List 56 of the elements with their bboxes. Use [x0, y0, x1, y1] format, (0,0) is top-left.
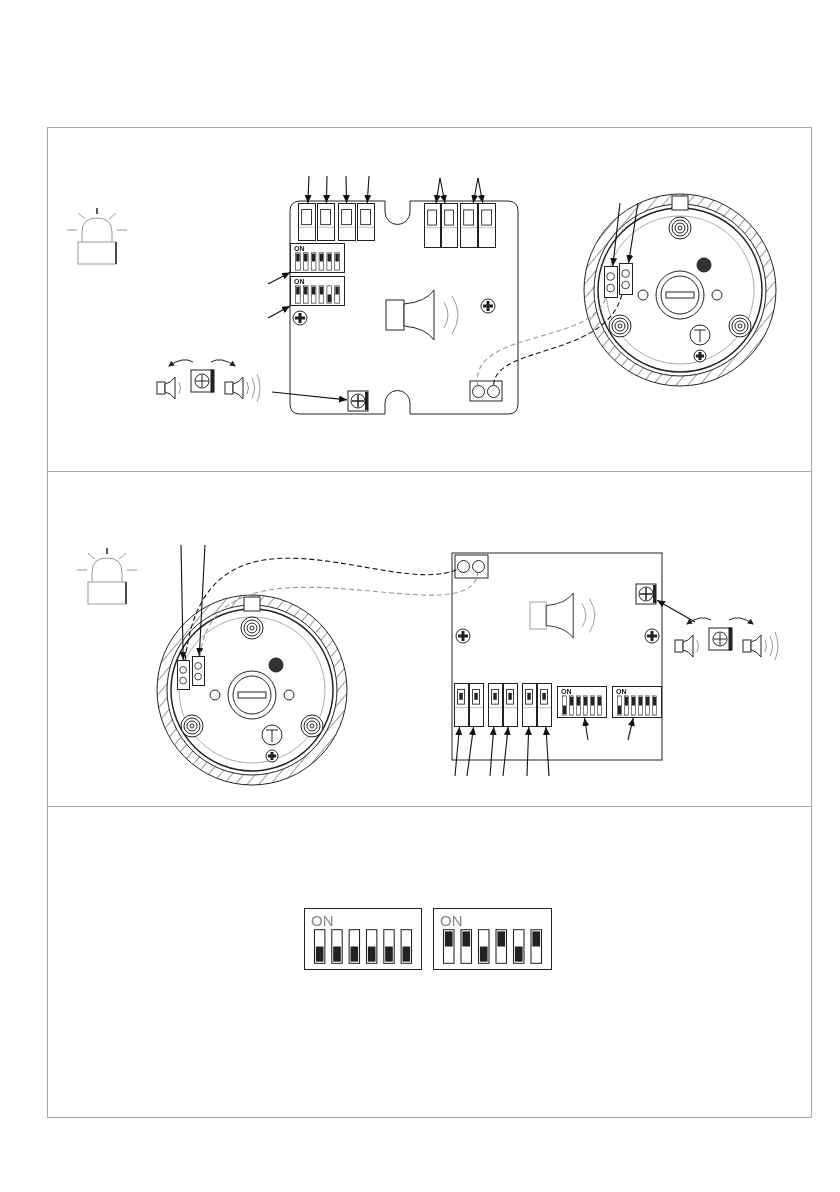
dip-switch	[290, 276, 345, 306]
leader-arrow	[466, 726, 476, 777]
terminal-slot	[478, 203, 496, 248]
potentiometer	[347, 390, 369, 412]
leader-arrow	[267, 271, 291, 285]
terminal-slot	[317, 203, 335, 241]
dip-switch	[557, 686, 607, 718]
leader-arrow	[656, 599, 696, 623]
terminal-slot	[338, 203, 356, 241]
terminal-slot	[177, 660, 190, 690]
wire	[184, 558, 458, 661]
terminal-slot	[357, 203, 375, 241]
leader-arrow	[542, 726, 550, 777]
wire	[493, 294, 623, 386]
leader-arrow	[342, 175, 350, 204]
terminal-slot	[537, 683, 552, 727]
leader-arrow	[610, 202, 621, 267]
terminal-slot	[619, 263, 633, 295]
leader-arrow	[267, 305, 291, 319]
terminal-slot	[469, 683, 484, 727]
switch-label: ON	[311, 913, 334, 928]
terminal-slot	[460, 203, 478, 248]
terminal-slot	[424, 203, 441, 248]
leader-arrow	[179, 544, 187, 661]
leader-arrow	[471, 177, 479, 204]
leader-arrow	[323, 175, 331, 204]
leader-arrow	[626, 202, 639, 264]
dip-switch	[612, 686, 662, 718]
leader-arrow	[364, 175, 372, 204]
leader-arrow	[477, 177, 485, 204]
leader-arrow	[582, 717, 590, 741]
switch-label: ON	[440, 913, 463, 928]
leader-arrow	[627, 717, 635, 741]
wire	[477, 297, 607, 386]
leader-arrow	[454, 726, 463, 777]
potentiometer	[635, 583, 657, 605]
leader-arrow	[433, 177, 441, 204]
terminal-slot	[488, 683, 503, 727]
terminal-slot	[503, 683, 518, 727]
terminal-slot	[454, 683, 469, 727]
terminal-slot	[298, 203, 316, 241]
leader-arrow	[524, 726, 532, 777]
dip-switch	[290, 243, 345, 273]
dip-switch	[304, 908, 422, 970]
leader-arrow	[196, 544, 206, 657]
wire	[199, 572, 479, 657]
terminal-slot	[441, 203, 458, 248]
dip-switch	[433, 908, 552, 970]
leader-arrow	[502, 726, 511, 777]
leader-arrow	[439, 177, 447, 204]
leader-arrow	[304, 175, 312, 204]
leader-arrow	[489, 726, 497, 777]
leader-arrow	[271, 391, 348, 403]
terminal-slot	[604, 266, 618, 298]
terminal-slot	[522, 683, 537, 727]
terminal-slot	[192, 656, 205, 686]
